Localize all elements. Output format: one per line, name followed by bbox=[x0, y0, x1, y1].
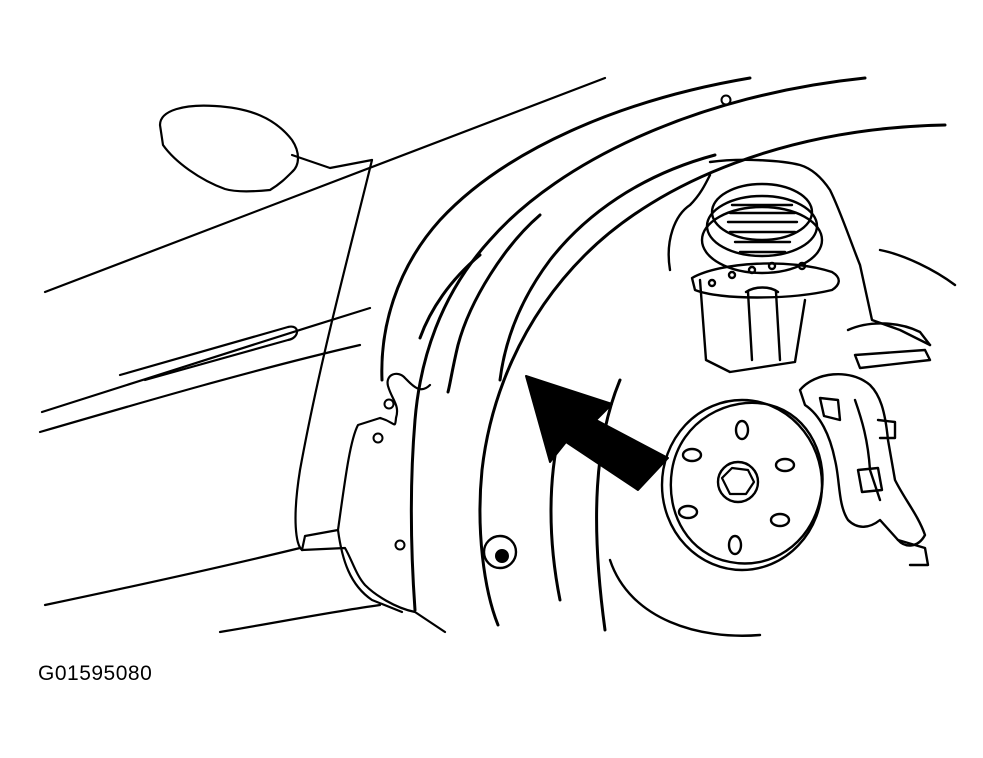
knuckle-arm bbox=[855, 350, 930, 368]
knuckle-upper bbox=[848, 323, 930, 345]
rotor-shield-outer bbox=[880, 250, 955, 285]
arrow-pointing-icon bbox=[526, 376, 668, 490]
mirror-base bbox=[292, 155, 372, 168]
strut-tower bbox=[710, 160, 930, 345]
spring-coil bbox=[702, 207, 822, 273]
splash-shield-edge bbox=[302, 374, 430, 550]
wheel-arch-liner bbox=[382, 78, 945, 630]
liner-arch-inner bbox=[500, 155, 715, 380]
caliper-lower-bracket bbox=[898, 540, 928, 565]
fastener-clip bbox=[385, 400, 394, 409]
fender-arch-second bbox=[411, 78, 865, 610]
side-trim-groove bbox=[120, 327, 297, 380]
caliper-pad bbox=[820, 398, 840, 420]
strut-seat-hole bbox=[749, 267, 755, 273]
body-shoulder-line bbox=[42, 308, 370, 412]
wheel-stud-hole bbox=[771, 514, 789, 526]
spring-coil bbox=[707, 196, 817, 256]
strut-tower-left bbox=[669, 175, 710, 270]
fender-arch-outer bbox=[382, 78, 750, 380]
strut-seat-hole bbox=[709, 280, 715, 286]
hub-face bbox=[671, 403, 823, 564]
wheel-stud-hole bbox=[776, 459, 794, 471]
strut-seat-hole bbox=[799, 263, 805, 269]
rocker-line-lower bbox=[220, 605, 380, 632]
body-lower-line bbox=[40, 345, 360, 432]
splash-shield-inner bbox=[338, 530, 402, 612]
strut-rod-cap bbox=[746, 288, 778, 293]
fender-body-panel bbox=[40, 78, 605, 632]
liner-inner-lip-2 bbox=[420, 255, 480, 338]
fastener-clip bbox=[374, 434, 383, 443]
hub-center bbox=[718, 462, 758, 502]
upper-body-line bbox=[45, 78, 605, 292]
caliper-piston bbox=[878, 420, 895, 438]
wheel-stud-hole bbox=[736, 421, 748, 439]
liner-fasteners bbox=[374, 96, 731, 569]
caliper-body bbox=[800, 374, 925, 545]
strut-seat bbox=[692, 263, 839, 297]
door-edge-line bbox=[296, 160, 372, 550]
strut-spring-assembly bbox=[669, 160, 930, 372]
strut-seat-hole bbox=[769, 263, 775, 269]
fastener-clip bbox=[396, 541, 405, 550]
figure-code: G01595080 bbox=[38, 662, 153, 685]
spring-coil bbox=[712, 184, 812, 240]
strut-rod bbox=[748, 292, 780, 360]
side-mirror bbox=[160, 106, 298, 192]
liner-lower-arc-2 bbox=[597, 380, 620, 630]
rotor-shield-arc bbox=[610, 560, 760, 636]
strut-seat-hole bbox=[729, 272, 735, 278]
brake-caliper bbox=[800, 374, 928, 565]
liner-inner-lip bbox=[448, 215, 540, 392]
rocker-line-upper bbox=[45, 548, 300, 605]
wheel-stud-hole bbox=[729, 536, 741, 554]
caliper-mount bbox=[858, 468, 882, 492]
fastener-clip bbox=[722, 96, 731, 105]
strut-body bbox=[700, 280, 805, 372]
liner-push-pin-center bbox=[496, 550, 508, 562]
spring-winding bbox=[728, 205, 797, 252]
caliper-bracket bbox=[855, 400, 880, 500]
liner-arch-outer bbox=[480, 125, 945, 625]
hub-nut bbox=[722, 468, 754, 494]
wheel-stud-hole bbox=[679, 506, 697, 518]
wheel-stud-hole bbox=[683, 449, 701, 461]
brake-rotor-hub bbox=[610, 250, 955, 636]
splash-shield-bottom bbox=[302, 548, 445, 632]
